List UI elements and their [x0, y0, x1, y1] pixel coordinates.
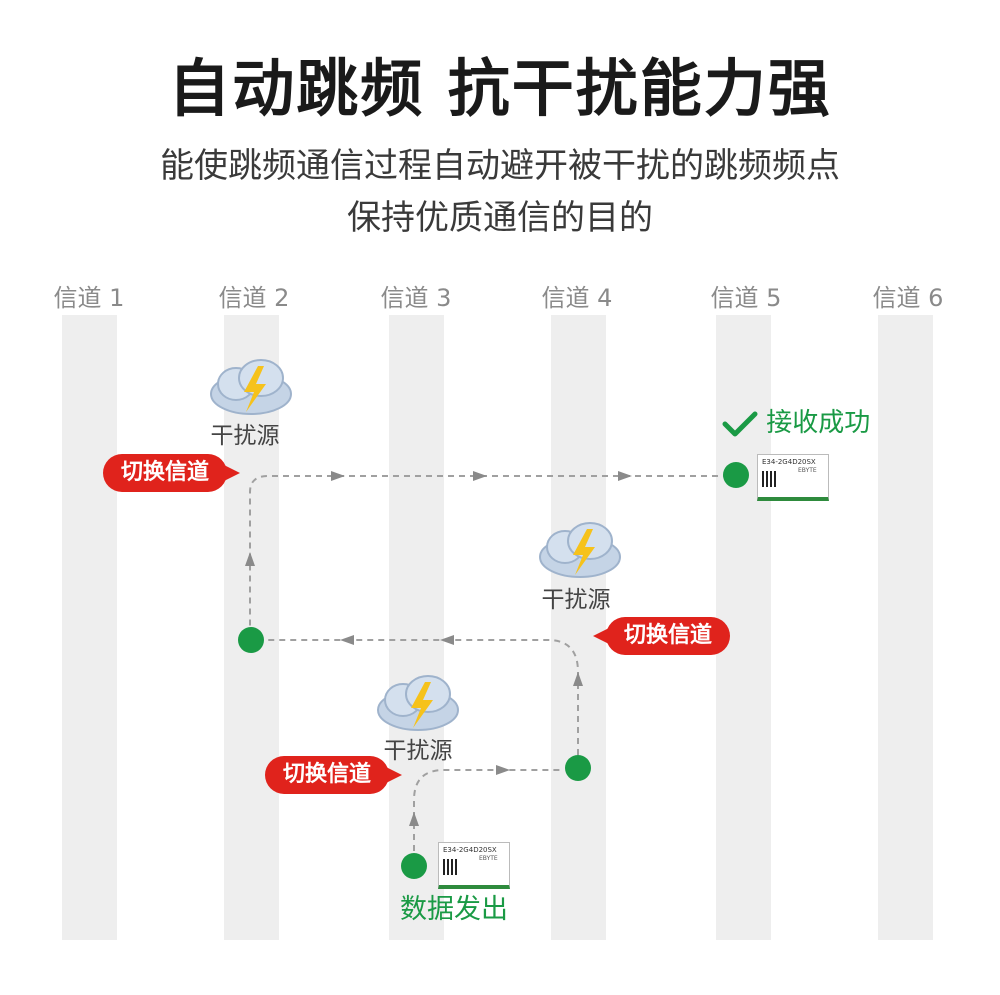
- rf-module-sender: E34-2G4D20SX EBYTE: [438, 842, 510, 889]
- receiver-node: [723, 462, 749, 488]
- channel-lane-3: [389, 315, 444, 940]
- hop-node-channel-2: [238, 627, 264, 653]
- interference-cloud-icon: [210, 359, 292, 415]
- subtitle-line-1: 能使跳频通信过程自动避开被干扰的跳频频点: [160, 146, 840, 186]
- receive-success: 接收成功: [722, 402, 870, 439]
- subtitle-line-2: 保持优质通信的目的: [347, 198, 653, 238]
- channel-label-1: 信道 1: [53, 284, 125, 312]
- qr-code-icon: [443, 859, 459, 875]
- hop-node-channel-4: [565, 755, 591, 781]
- receive-success-label: 接收成功: [766, 408, 871, 438]
- channel-lane-4: [551, 315, 606, 940]
- switch-channel-tag-2: 切换信道: [593, 617, 731, 655]
- interference-label-2: 干扰源: [541, 587, 611, 613]
- interference-cloud-icon: [377, 675, 459, 731]
- module-model: E34-2G4D20SX: [443, 846, 497, 854]
- checkmark-icon: [722, 411, 758, 436]
- switch-channel-tag-1: 切换信道: [103, 454, 241, 492]
- interference-label-3: 干扰源: [383, 738, 453, 764]
- switch-channel-label: 切换信道: [624, 623, 713, 648]
- channel-label-2: 信道 2: [218, 284, 290, 312]
- channel-lane-6: [878, 315, 933, 940]
- switch-channel-label: 切换信道: [283, 762, 372, 787]
- data-sent-label: 数据发出: [400, 894, 508, 925]
- channel-label-4: 信道 4: [541, 284, 613, 312]
- channel-label-6: 信道 6: [872, 284, 944, 312]
- module-brand: EBYTE: [479, 855, 498, 862]
- module-model: E34-2G4D20SX: [762, 458, 816, 466]
- interference-label-1: 干扰源: [210, 423, 280, 449]
- interference-cloud-icon: [539, 522, 621, 578]
- channel-lane-1: [62, 315, 117, 940]
- channel-label-5: 信道 5: [710, 284, 782, 312]
- channel-label-3: 信道 3: [380, 284, 452, 312]
- sender-node: [401, 853, 427, 879]
- rf-module-receiver: E34-2G4D20SX EBYTE: [757, 454, 829, 501]
- qr-code-icon: [762, 471, 778, 487]
- switch-channel-label: 切换信道: [121, 460, 210, 485]
- switch-channel-tag-3: 切换信道: [265, 756, 403, 794]
- page-title: 自动跳频 抗干扰能力强: [168, 52, 832, 125]
- module-brand: EBYTE: [798, 467, 817, 474]
